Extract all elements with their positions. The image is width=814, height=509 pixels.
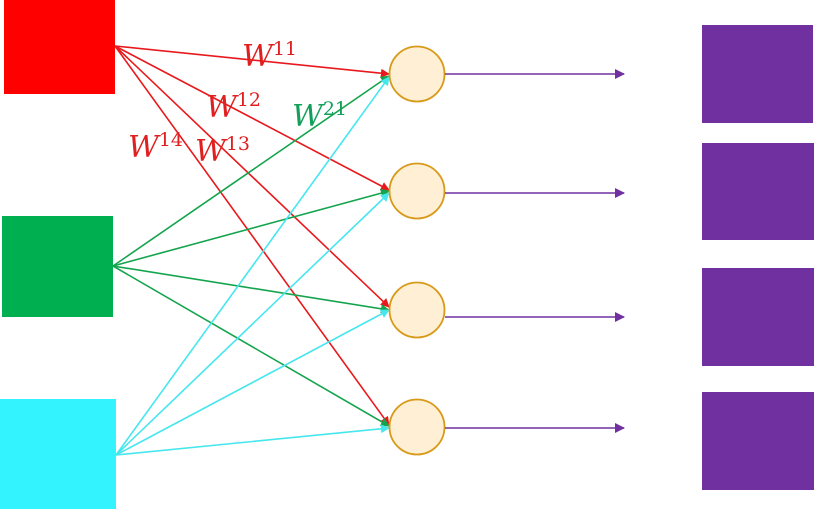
edges-from-input-3 [115, 76, 390, 456]
weight-index: 12 [237, 89, 261, 111]
edge-3-2 [115, 192, 390, 456]
edge-1-3 [114, 45, 390, 308]
weight-label-w12: W12 [206, 89, 261, 125]
weight-label-w13: W13 [195, 133, 250, 169]
edges-from-input-2 [112, 75, 390, 427]
input-block-1 [4, 0, 115, 94]
weight-symbol: W [206, 90, 239, 125]
weight-index: 13 [226, 133, 250, 155]
output-block-1 [702, 25, 813, 123]
neuron-3 [388, 281, 446, 339]
edge-1-4 [114, 45, 390, 426]
neurons [388, 45, 446, 456]
neuron-1 [388, 45, 446, 103]
weight-symbol: W [195, 134, 228, 169]
output-arrows [445, 69, 625, 433]
edge-2-2 [112, 188, 390, 267]
weight-label-w11: W11 [242, 38, 297, 74]
output-block-2 [702, 143, 814, 240]
weight-label-w14: W14 [128, 129, 183, 165]
edge-3-3 [115, 309, 390, 456]
weight-index: 14 [159, 129, 183, 151]
output-block-4 [702, 392, 814, 490]
edge-1-1 [114, 45, 390, 78]
neuron-4 [388, 398, 446, 456]
edge-3-4 [115, 424, 390, 456]
input-block-3 [0, 399, 116, 509]
weight-label-w21: W21 [292, 98, 347, 134]
edge-2-3 [112, 265, 390, 314]
output-block-3 [702, 268, 814, 366]
input-block-2 [2, 216, 113, 317]
weight-symbol: W [128, 130, 161, 165]
edge-2-4 [112, 265, 390, 427]
weight-index: 21 [323, 98, 347, 120]
edge-3-1 [115, 76, 390, 456]
neuron-2 [388, 162, 446, 220]
edge-2-1 [112, 75, 390, 267]
weight-index: 11 [273, 38, 297, 60]
edge-1-2 [114, 45, 390, 191]
edges-from-input-1 [114, 45, 390, 426]
weight-symbol: W [242, 39, 275, 74]
weight-symbol: W [292, 99, 325, 134]
